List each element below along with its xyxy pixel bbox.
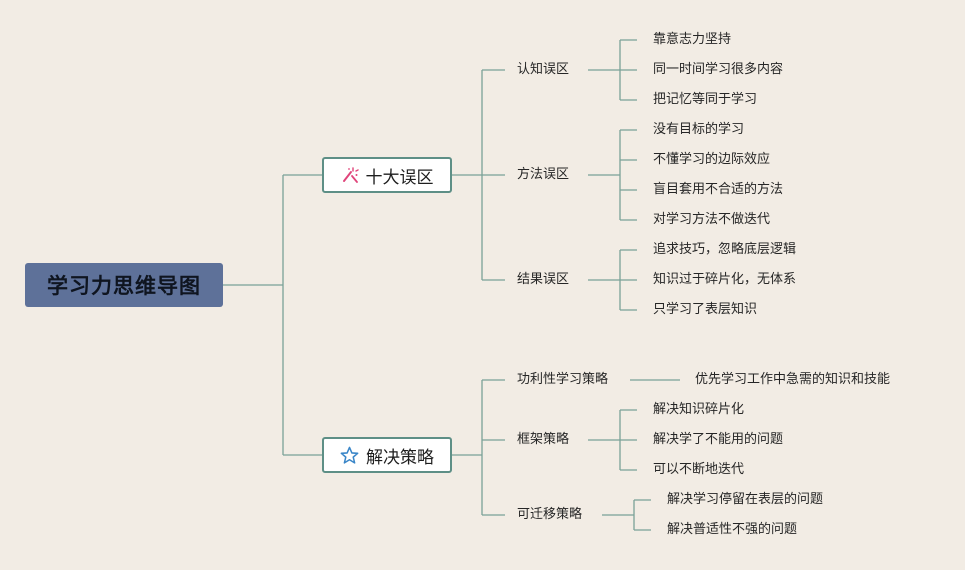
group-label-method[interactable]: 方法误区	[517, 167, 570, 182]
branch-node-mistakes[interactable]: 十大误区	[322, 157, 452, 193]
star-outline-icon	[340, 446, 359, 465]
group-label-utilitarian[interactable]: 功利性学习策略	[517, 372, 609, 387]
leaf-item[interactable]: 解决普适性不强的问题	[667, 522, 798, 537]
group-label-result[interactable]: 结果误区	[517, 272, 570, 287]
leaf-item[interactable]: 可以不断地迭代	[653, 462, 745, 477]
leaf-item[interactable]: 没有目标的学习	[653, 122, 745, 137]
connector-group-fangfa	[588, 129, 637, 221]
group-label-cognitive[interactable]: 认知误区	[517, 62, 570, 77]
leaf-item[interactable]: 把记忆等同于学习	[653, 92, 758, 107]
branch-label: 十大误区	[365, 167, 434, 188]
leaf-item[interactable]: 追求技巧，忽略底层逻辑	[653, 242, 797, 257]
leaf-item[interactable]: 对学习方法不做迭代	[653, 212, 771, 227]
leaf-item[interactable]: 同一时间学习很多内容	[653, 62, 784, 77]
root-label: 学习力思维导图	[47, 274, 201, 298]
leaf-item[interactable]: 知识过于碎片化，无体系	[653, 272, 797, 287]
branch-node-strategies[interactable]: 解决策略	[322, 437, 452, 473]
connector-group-qianyi	[602, 499, 651, 531]
leaf-item[interactable]: 解决学了不能用的问题	[653, 432, 784, 447]
magic-wand-icon	[341, 166, 359, 184]
leaf-item[interactable]: 优先学习工作中急需的知识和技能	[695, 372, 891, 387]
leaf-item[interactable]: 盲目套用不合适的方法	[653, 182, 784, 197]
connector-branch2-groups	[452, 379, 505, 516]
connector-root-branches	[223, 174, 322, 456]
connector-branch1-groups	[452, 69, 505, 281]
leaf-item[interactable]: 解决知识碎片化	[653, 402, 745, 417]
connector-group-renzhi	[588, 39, 637, 101]
group-label-framework[interactable]: 框架策略	[517, 432, 570, 447]
branch-label: 解决策略	[366, 447, 434, 468]
leaf-item[interactable]: 解决学习停留在表层的问题	[667, 492, 824, 507]
leaf-item[interactable]: 只学习了表层知识	[653, 302, 758, 317]
leaf-item[interactable]: 不懂学习的边际效应	[653, 152, 771, 167]
leaf-item[interactable]: 靠意志力坚持	[653, 32, 732, 47]
group-label-transferable[interactable]: 可迁移策略	[517, 507, 583, 522]
connector-group-jieguo	[588, 249, 637, 311]
root-node[interactable]: 学习力思维导图	[25, 263, 223, 307]
connector-group-kuangjia	[588, 409, 637, 471]
